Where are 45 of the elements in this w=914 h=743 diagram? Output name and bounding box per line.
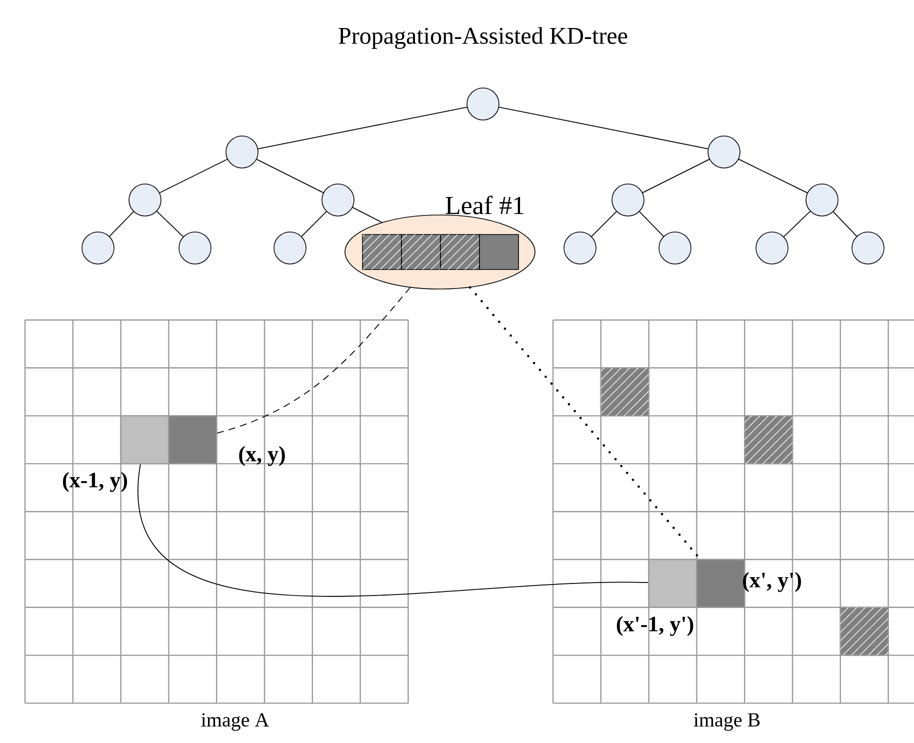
tree-edge xyxy=(591,211,617,237)
tree-node-circle xyxy=(852,232,884,264)
tree-edge xyxy=(832,211,858,237)
title: Propagation-Assisted KD-tree xyxy=(338,27,628,49)
coordinate-label: (x-1, y) xyxy=(63,472,128,492)
coordinate-label: (x', y') xyxy=(743,572,801,592)
leaf-cell xyxy=(479,234,519,270)
tree-edge xyxy=(109,211,134,237)
tree-node-circle xyxy=(466,88,500,120)
tree-node-circle xyxy=(806,184,838,216)
hatched-cell xyxy=(401,234,441,270)
coordinate-label: (x, y) xyxy=(239,446,285,466)
hatched-cell xyxy=(440,234,480,270)
hatched-cell xyxy=(362,234,402,270)
tree-edge xyxy=(156,210,184,238)
hatched-cell xyxy=(600,367,650,416)
tree-edge xyxy=(256,158,324,194)
tree-edge xyxy=(642,158,710,194)
tree-edge xyxy=(738,158,808,194)
tree-node-circle xyxy=(564,232,596,264)
tree-node-circle xyxy=(322,184,354,216)
tree-node-circle xyxy=(612,184,644,216)
image-caption: image B xyxy=(694,713,760,731)
tree-node-circle xyxy=(658,232,692,264)
tree-node-circle xyxy=(178,232,212,264)
tree-edge xyxy=(301,211,327,237)
image-caption: image A xyxy=(201,713,270,731)
tree-edge xyxy=(258,106,468,150)
tree-edge xyxy=(352,207,382,223)
tree-node-circle xyxy=(274,232,306,264)
tree-node-circle xyxy=(82,232,114,264)
tree-node-circle xyxy=(128,184,162,216)
hatched-cell xyxy=(744,415,794,464)
tree-edge xyxy=(498,106,708,150)
tree-node-circle xyxy=(708,136,740,168)
connector-line xyxy=(216,287,411,434)
tree-edge xyxy=(639,211,664,237)
hatched-cell xyxy=(840,606,889,656)
tree-edge xyxy=(783,210,811,238)
coordinate-label: (x'-1, y') xyxy=(616,616,694,636)
connector-curve xyxy=(138,464,649,596)
tree-node-circle xyxy=(756,232,788,264)
leaf-label: Leaf #1 xyxy=(446,196,524,214)
tree-edge xyxy=(159,158,228,194)
tree-node-circle xyxy=(226,136,258,168)
